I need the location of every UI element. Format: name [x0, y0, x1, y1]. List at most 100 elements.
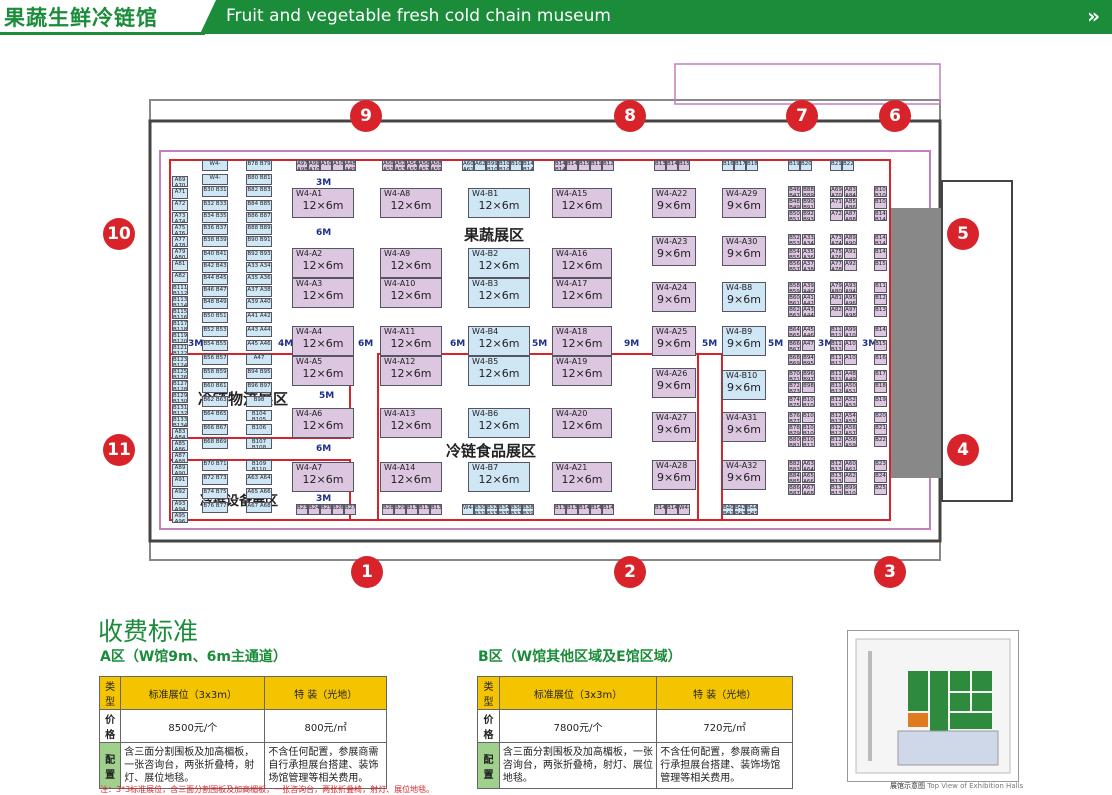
small-booth[interactable]: B18 — [874, 382, 887, 393]
small-booth[interactable]: A102 — [844, 354, 857, 365]
small-booth[interactable]: A91 — [844, 248, 857, 259]
small-booth[interactable]: B16 — [722, 160, 734, 171]
small-booth[interactable]: B137 — [430, 504, 442, 515]
small-booth[interactable]: B36 B37 — [510, 504, 522, 515]
small-booth[interactable]: B98 — [246, 396, 272, 407]
small-booth[interactable]: B107 B108 — [802, 424, 815, 435]
small-booth[interactable]: B68 B69 — [202, 438, 228, 449]
small-booth[interactable]: B125 B126 — [172, 368, 188, 379]
small-booth[interactable]: B76 B77 — [788, 412, 801, 423]
small-booth[interactable]: A65 A66 — [246, 488, 272, 499]
small-booth[interactable]: A81 — [172, 260, 188, 271]
small-booth[interactable]: A81 — [830, 294, 843, 305]
small-booth[interactable]: B149 — [874, 248, 887, 259]
small-booth[interactable]: B113 B114 — [830, 340, 843, 351]
small-booth[interactable]: B56 B57 — [202, 354, 228, 365]
small-booth[interactable]: B127 B128 — [830, 436, 843, 447]
small-booth[interactable]: B82 B83 — [246, 186, 272, 197]
small-booth[interactable]: A60 A61 — [462, 160, 474, 171]
small-booth[interactable]: A69 A70 — [830, 186, 843, 197]
small-booth[interactable]: B129 B130 — [172, 392, 188, 403]
small-booth[interactable]: B123 B124 — [830, 412, 843, 423]
small-booth[interactable]: B38 B39 — [522, 504, 534, 515]
small-booth[interactable]: B131 B132 — [830, 472, 843, 483]
small-booth[interactable]: B133 B134 — [172, 416, 188, 427]
small-booth[interactable]: A58 A59 — [844, 436, 857, 447]
small-booth[interactable]: B74 B75 — [788, 396, 801, 407]
small-booth[interactable]: B103 — [874, 198, 887, 209]
small-booth[interactable]: B117 B118 — [830, 370, 843, 381]
small-booth[interactable]: W4- — [202, 174, 228, 185]
small-booth[interactable]: B34 B35 — [202, 212, 228, 223]
small-booth[interactable]: B82 B83 — [788, 460, 801, 471]
small-booth[interactable]: B58 B59 — [202, 368, 228, 379]
small-booth[interactable]: B144 — [666, 504, 678, 515]
small-booth[interactable]: A45 A46 — [246, 340, 272, 351]
small-booth[interactable]: A77 A78 — [830, 260, 843, 271]
small-booth[interactable]: B19 — [788, 160, 800, 171]
small-booth[interactable]: B48 B49 — [202, 298, 228, 309]
small-booth[interactable]: A58 A59 — [430, 160, 442, 171]
small-booth[interactable]: B86 B87 — [788, 484, 801, 495]
small-booth[interactable]: A37 A38 — [802, 260, 815, 271]
small-booth[interactable]: A62 — [844, 472, 857, 483]
small-booth[interactable]: A72 — [830, 210, 843, 221]
small-booth[interactable]: A33 A34 — [246, 262, 272, 273]
small-booth[interactable]: A43 A44 — [802, 306, 815, 317]
small-booth[interactable]: B125 B126 — [830, 424, 843, 435]
small-booth[interactable]: B88 B89 — [802, 186, 815, 197]
small-booth[interactable]: A43 A44 — [246, 326, 272, 337]
small-booth[interactable]: B106 — [246, 424, 272, 435]
small-booth[interactable]: B11 — [874, 282, 887, 293]
small-booth[interactable]: B145 B146 — [522, 160, 534, 171]
small-booth[interactable]: B14 — [874, 326, 887, 337]
small-booth[interactable]: B11 — [590, 160, 602, 171]
small-booth[interactable]: B44 B45 — [746, 504, 758, 515]
small-booth[interactable]: B19 — [874, 396, 887, 407]
small-booth[interactable]: B70 B71 — [788, 370, 801, 381]
small-booth[interactable]: B88 B89 — [246, 224, 272, 235]
small-booth[interactable]: B50 B51 — [788, 210, 801, 221]
small-booth[interactable]: B14 — [666, 160, 678, 171]
small-booth[interactable]: B17 — [734, 160, 746, 171]
small-booth[interactable]: B111 B112 — [172, 284, 188, 295]
small-booth[interactable]: B29 — [394, 504, 406, 515]
small-booth[interactable]: B106 — [802, 412, 815, 423]
small-booth[interactable]: B24 — [308, 504, 320, 515]
small-booth[interactable]: B21 — [830, 160, 842, 171]
small-booth[interactable]: B92 B93 — [246, 250, 272, 261]
small-booth[interactable]: W4- — [462, 504, 474, 515]
small-booth[interactable]: B56 B57 — [788, 260, 801, 271]
small-booth[interactable]: B48 B49 — [788, 198, 801, 209]
small-booth[interactable]: B109 B110 — [802, 436, 815, 447]
small-booth[interactable]: B150 — [874, 260, 887, 271]
small-booth[interactable]: A54 A55 — [406, 160, 418, 171]
small-booth[interactable]: B90 B91 — [246, 236, 272, 247]
small-booth[interactable]: B113 B114 — [172, 296, 188, 307]
small-booth[interactable]: B68 B69 — [788, 354, 801, 365]
small-booth[interactable]: B23 — [296, 504, 308, 515]
small-booth[interactable]: B72 B73 — [788, 382, 801, 393]
small-booth[interactable]: B22 — [874, 436, 887, 447]
small-booth[interactable]: A65 A66 — [802, 472, 815, 483]
small-booth[interactable]: B40 B41 — [202, 250, 228, 261]
small-booth[interactable]: B66 B67 — [788, 340, 801, 351]
small-booth[interactable]: A72 — [172, 200, 188, 211]
small-booth[interactable]: B52 B53 — [788, 234, 801, 245]
small-booth[interactable]: B150 — [578, 160, 590, 171]
double-chevron-right-icon[interactable]: » — [1087, 4, 1100, 28]
small-booth[interactable]: A39 A40 — [802, 282, 815, 293]
